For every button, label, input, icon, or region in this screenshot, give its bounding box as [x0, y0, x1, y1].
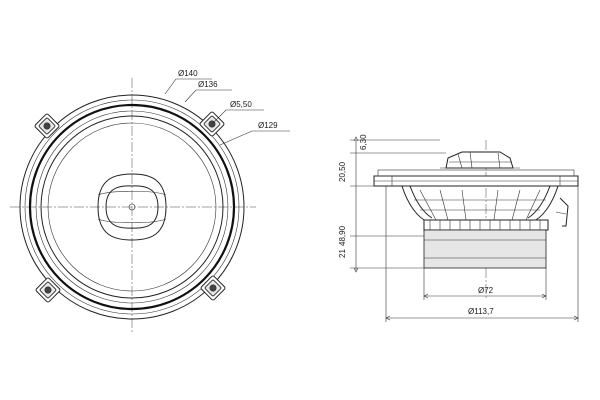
dim-d136: Ø136 — [198, 80, 218, 89]
dim-d5_50: Ø5,50 — [230, 100, 252, 109]
mounting-tab-bottom-left — [35, 277, 61, 303]
leader-d129 — [219, 130, 290, 146]
terminal — [559, 197, 569, 227]
dim-h21: 21 — [338, 249, 347, 258]
dim-d72: Ø72 — [478, 286, 494, 295]
mounting-tab-bottom-right — [200, 275, 226, 301]
tweeter-bridge — [445, 151, 514, 169]
dim-d140: Ø140 — [178, 69, 198, 78]
magnet — [423, 229, 547, 269]
front-view: Ø140 Ø136 Ø5,50 Ø129 — [10, 69, 290, 332]
frame-outer-ring — [19, 94, 245, 320]
mounting-tab-top-left — [34, 113, 60, 139]
phase-plug — [97, 173, 167, 241]
leader-d5_50 — [211, 109, 264, 125]
leader-d140 — [164, 78, 212, 95]
dim-h6_30: 6,30 — [359, 134, 368, 150]
frame-ring-4 — [35, 110, 229, 304]
leader-d136 — [184, 89, 232, 103]
dim-h20_50: 20,50 — [338, 161, 347, 182]
dim-d113_7: Ø113,7 — [468, 307, 494, 316]
surround-ring — [40, 115, 224, 299]
cone-outer-ring — [47, 122, 217, 292]
frame-ring-2 — [24, 99, 240, 315]
frame-ring-3 — [28, 103, 236, 311]
side-view: 6,30 20,50 48,90 21 Ø72 Ø113,7 — [338, 134, 579, 322]
dim-h48_90: 48,90 — [338, 225, 347, 246]
basket — [401, 185, 569, 231]
dim-d129: Ø129 — [258, 121, 278, 130]
